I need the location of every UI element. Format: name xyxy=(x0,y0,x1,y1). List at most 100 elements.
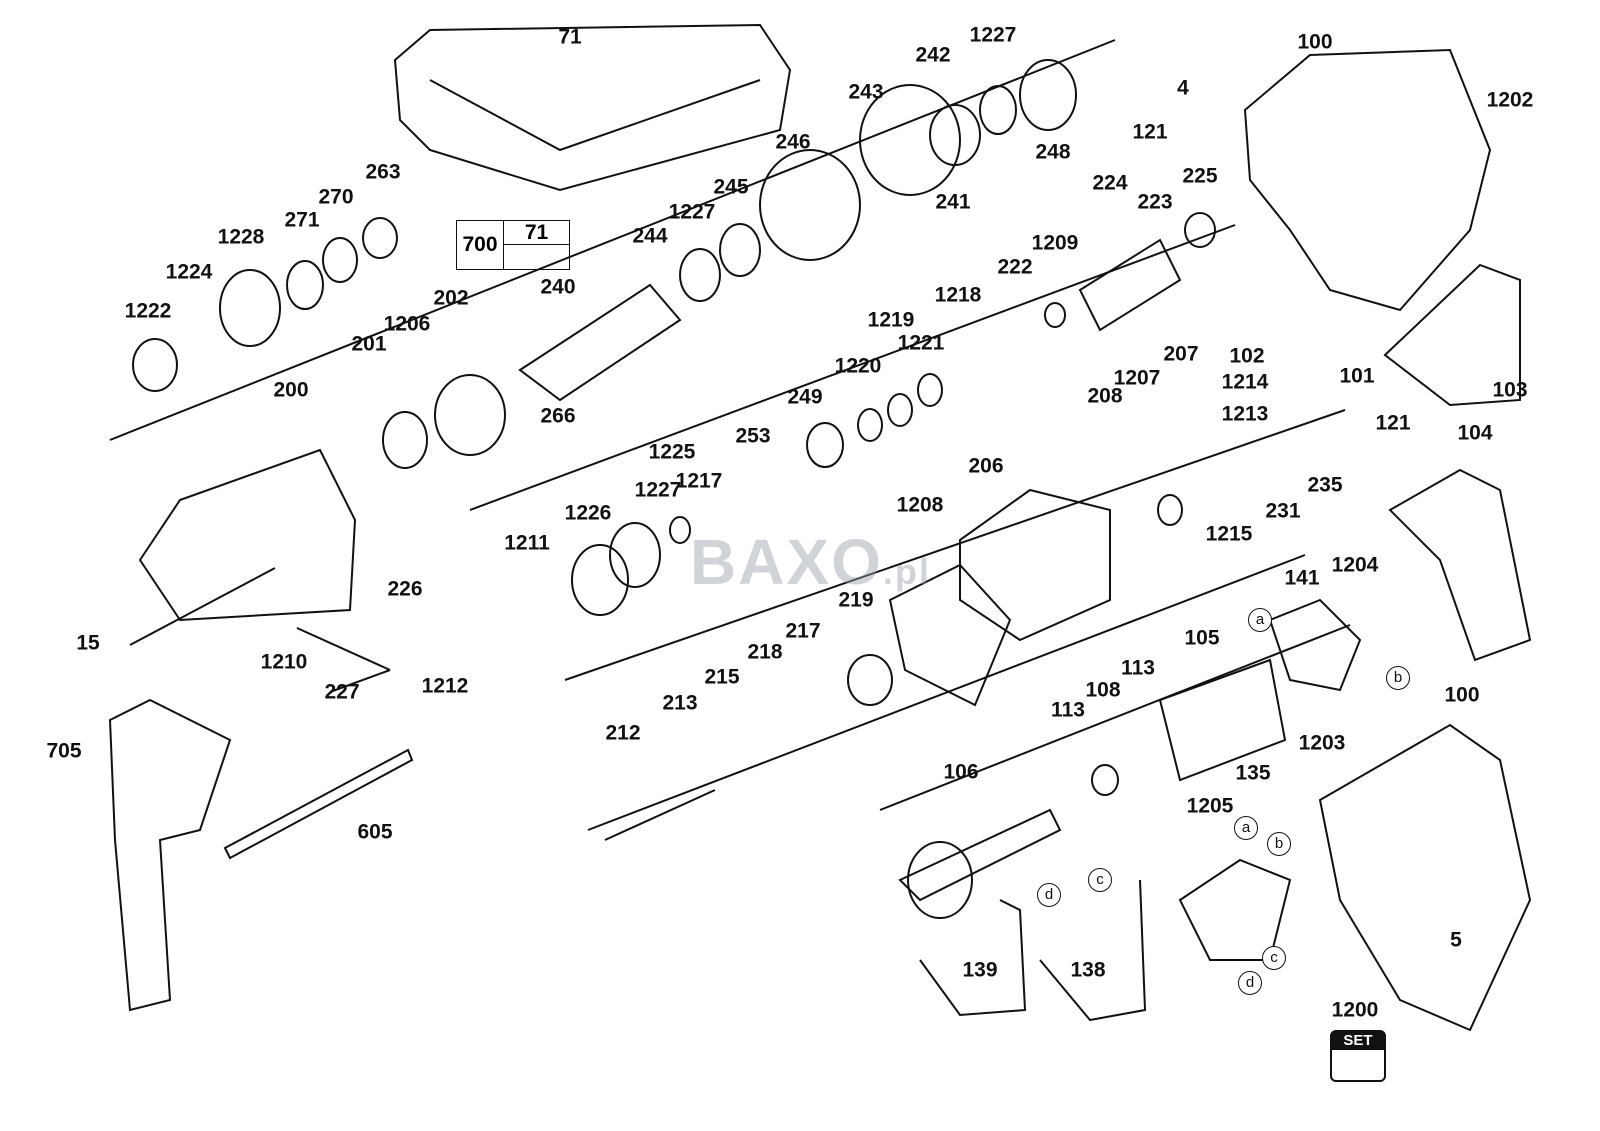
part-number-label: 235 xyxy=(1307,473,1343,497)
cylinder-223 xyxy=(1078,238,1182,332)
housing-100-lower xyxy=(1318,723,1532,1032)
part-number-label: 202 xyxy=(433,286,469,310)
part-number-label: 108 xyxy=(1085,678,1121,702)
part-number-label: 244 xyxy=(632,224,668,248)
part-number-label: 245 xyxy=(713,175,749,199)
rear-housing-100 xyxy=(1243,48,1492,312)
part-number-label: 1203 xyxy=(1298,731,1346,755)
part-number-label: 103 xyxy=(1492,378,1528,402)
part-number-label: 4 xyxy=(1177,76,1189,100)
part-number-label: 1221 xyxy=(897,331,945,355)
part-box-700-71: 700 71 xyxy=(456,220,570,270)
connection-marker: d xyxy=(1037,883,1061,907)
gasket-1208 xyxy=(888,563,1012,707)
part-number-label: 215 xyxy=(704,665,740,689)
part-number-label: 106 xyxy=(943,760,979,784)
part-number-label: 105 xyxy=(1184,626,1220,650)
part-number-label: 15 xyxy=(76,631,100,655)
part-number-label: 231 xyxy=(1265,499,1301,523)
part-number-label: 1212 xyxy=(421,674,469,698)
part-number-label: 253 xyxy=(735,424,771,448)
box-label-71: 71 xyxy=(504,221,569,245)
part-number-label: 263 xyxy=(365,160,401,184)
part-number-label: 1210 xyxy=(260,650,308,674)
part-number-label: 1202 xyxy=(1486,88,1534,112)
part-number-label: 1225 xyxy=(648,440,696,464)
part-number-label: 271 xyxy=(284,208,320,232)
part-number-label: 212 xyxy=(605,721,641,745)
set-badge-text: SET xyxy=(1332,1032,1384,1050)
part-number-label: 101 xyxy=(1339,364,1375,388)
part-number-label: 1222 xyxy=(124,299,172,323)
part-number-label: 240 xyxy=(540,275,576,299)
part-number-label: 270 xyxy=(318,185,354,209)
cable-139 xyxy=(919,899,1027,1017)
part-number-label: 1217 xyxy=(675,469,723,493)
part-number-label: 104 xyxy=(1457,421,1493,445)
part-number-label: 102 xyxy=(1229,344,1265,368)
part-number-label: 121 xyxy=(1375,411,1411,435)
connection-marker: c xyxy=(1088,868,1112,892)
part-number-label: 135 xyxy=(1235,761,1271,785)
part-number-label: 249 xyxy=(787,385,823,409)
carry-case xyxy=(393,23,792,192)
connection-marker: a xyxy=(1234,816,1258,840)
part-number-label: 605 xyxy=(357,820,393,844)
depth-rod-605 xyxy=(223,748,414,860)
box-label-700: 700 xyxy=(457,221,504,269)
connection-marker: b xyxy=(1386,666,1410,690)
part-number-label: 121 xyxy=(1132,120,1168,144)
part-number-label: 223 xyxy=(1137,190,1173,214)
part-number-label: 226 xyxy=(387,577,423,601)
cover-103 xyxy=(1383,263,1521,407)
part-number-label: 217 xyxy=(785,619,821,643)
part-number-label: 227 xyxy=(324,680,360,704)
part-number-label: 1209 xyxy=(1031,231,1079,255)
watermark: BAXO.pl xyxy=(690,526,931,598)
part-number-label: 139 xyxy=(962,958,998,982)
part-number-label: 1219 xyxy=(867,308,915,332)
part-number-label: 1200 xyxy=(1331,998,1379,1022)
part-number-label: 1227 xyxy=(634,478,682,502)
part-number-label: 1215 xyxy=(1205,522,1253,546)
spindle xyxy=(518,283,682,402)
part-number-label: 100 xyxy=(1297,30,1333,54)
part-number-label: 1228 xyxy=(217,225,265,249)
part-number-label: 242 xyxy=(915,43,951,67)
connection-marker: d xyxy=(1238,971,1262,995)
connection-marker: b xyxy=(1267,832,1291,856)
part-number-label: 141 xyxy=(1284,566,1320,590)
part-number-label: 206 xyxy=(968,454,1004,478)
part-number-label: 1224 xyxy=(165,260,213,284)
part-number-label: 213 xyxy=(662,691,698,715)
part-number-label: 138 xyxy=(1070,958,1106,982)
motor-housing-105 xyxy=(1158,658,1287,782)
set-badge: SET xyxy=(1330,1030,1386,1082)
part-number-label: 1206 xyxy=(383,312,431,336)
part-number-label: 248 xyxy=(1035,140,1071,164)
part-number-label: 113 xyxy=(1121,656,1155,680)
part-number-label: 71 xyxy=(558,25,582,49)
part-number-label: 1211 xyxy=(504,531,550,555)
switch-1205 xyxy=(1178,858,1292,961)
part-number-label: 246 xyxy=(775,130,811,154)
side-handle-705 xyxy=(108,698,232,1012)
armature-106 xyxy=(898,808,1062,902)
part-number-label: 224 xyxy=(1092,171,1128,195)
part-number-label: 1214 xyxy=(1221,370,1269,394)
part-number-label: 1213 xyxy=(1221,402,1269,426)
part-number-label: 1208 xyxy=(896,493,944,517)
connection-marker: a xyxy=(1248,608,1272,632)
cable-138 xyxy=(1039,879,1147,1022)
part-number-label: 1218 xyxy=(934,283,982,307)
part-number-label: 5 xyxy=(1450,928,1462,952)
part-number-label: 1227 xyxy=(668,200,716,224)
part-number-label: 1204 xyxy=(1331,553,1379,577)
part-number-label: 243 xyxy=(848,80,884,104)
part-number-label: 207 xyxy=(1163,342,1199,366)
part-number-label: 225 xyxy=(1182,164,1218,188)
group-bracket-top xyxy=(109,39,1351,831)
part-number-label: 1227 xyxy=(969,23,1017,47)
